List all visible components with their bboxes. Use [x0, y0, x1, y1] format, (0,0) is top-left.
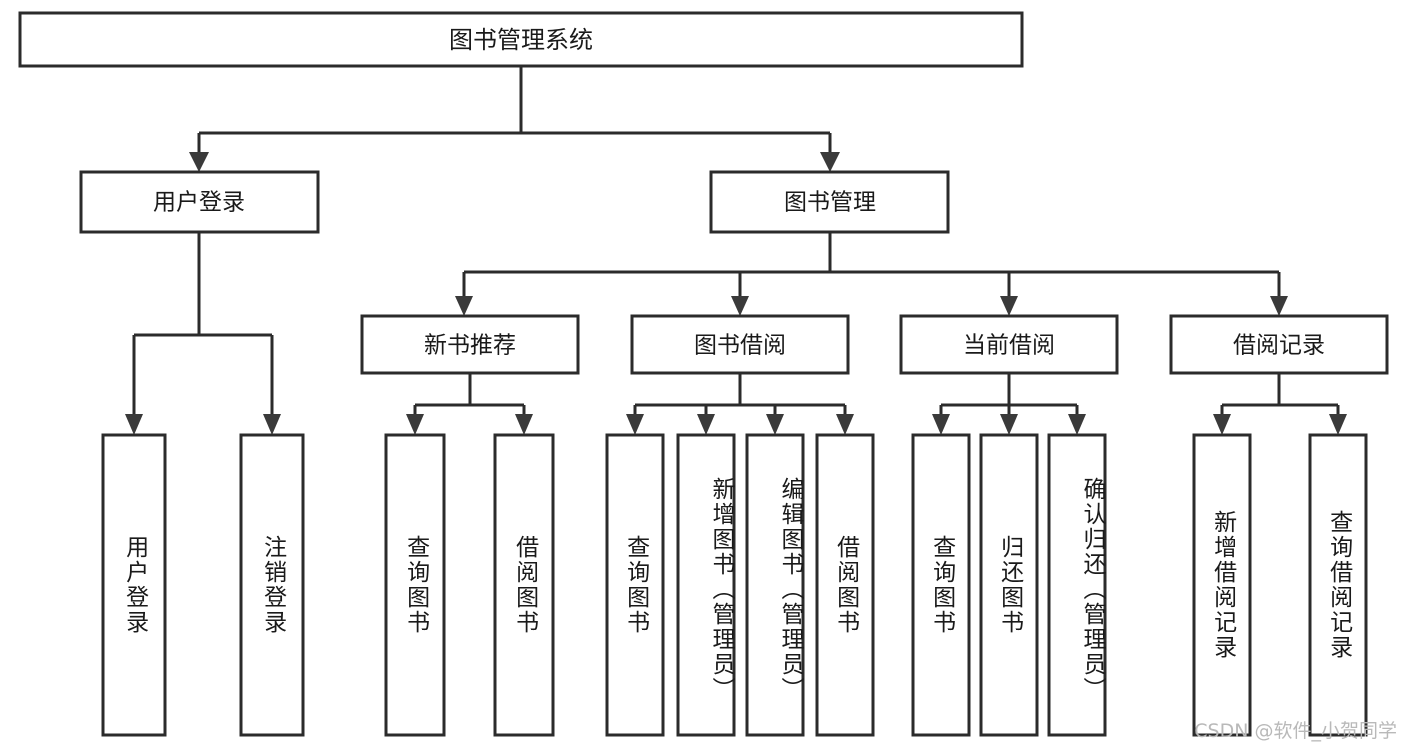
leaf-box-return-book[interactable] — [979, 433, 1039, 737]
leaf-box-layer — [101, 433, 1368, 737]
arrow-head-leaf-borrow-book-1 — [515, 414, 533, 435]
leaf-box-add-book[interactable] — [676, 433, 736, 737]
node-root-label: 图书管理系统 — [449, 26, 593, 54]
node-borrow-record[interactable]: 借阅记录 — [1169, 314, 1389, 375]
leaf-box-query-book-3[interactable] — [911, 433, 971, 737]
arrow-head-new-book-recommend — [455, 296, 473, 316]
leaf-box-borrow-book-1[interactable] — [493, 433, 555, 737]
node-book-manage[interactable]: 图书管理 — [709, 170, 950, 234]
node-borrow-record-box[interactable] — [1169, 314, 1389, 375]
arrow-head-borrow-record — [1270, 296, 1288, 316]
node-new-book-recommend-box[interactable] — [360, 314, 580, 375]
node-root-box[interactable] — [18, 11, 1024, 68]
node-new-book-recommend[interactable]: 新书推荐 — [360, 314, 580, 375]
node-current-borrow[interactable]: 当前借阅 — [899, 314, 1119, 375]
leaf-box-borrow-book-2[interactable] — [815, 433, 875, 737]
arrow-head-leaf-user-login — [125, 414, 143, 435]
node-borrow-record-label: 借阅记录 — [1233, 333, 1325, 359]
node-user-login-label: 用户登录 — [153, 190, 245, 216]
node-book-manage-label: 图书管理 — [784, 190, 876, 216]
arrow-head-leaf-logout-login — [263, 414, 281, 435]
arrow-head-book-manage — [820, 152, 840, 172]
node-book-manage-box[interactable] — [709, 170, 950, 234]
arrow-head-leaf-query-book-1 — [406, 414, 424, 435]
leaf-box-add-record[interactable] — [1192, 433, 1252, 737]
node-book-borrow[interactable]: 图书借阅 — [630, 314, 850, 375]
leaf-box-user-login[interactable] — [101, 433, 167, 737]
arrow-head-leaf-edit-book — [766, 414, 784, 435]
arrow-head-leaf-add-record — [1213, 414, 1231, 435]
node-book-borrow-label: 图书借阅 — [694, 333, 786, 359]
connector-layer — [125, 66, 1347, 435]
arrow-head-leaf-return-book — [1000, 414, 1018, 435]
node-new-book-recommend-label: 新书推荐 — [424, 333, 516, 359]
leaf-box-confirm-return[interactable] — [1047, 433, 1107, 737]
arrow-head-leaf-confirm-return — [1068, 414, 1086, 435]
node-current-borrow-box[interactable] — [899, 314, 1119, 375]
node-user-login[interactable]: 用户登录 — [79, 170, 320, 234]
leaf-box-edit-book[interactable] — [745, 433, 805, 737]
leaf-box-query-record[interactable] — [1308, 433, 1368, 737]
node-book-borrow-box[interactable] — [630, 314, 850, 375]
arrow-head-leaf-borrow-book-2 — [836, 414, 854, 435]
node-user-login-box[interactable] — [79, 170, 320, 234]
arrow-head-leaf-query-record — [1329, 414, 1347, 435]
arrow-head-book-borrow — [731, 296, 749, 316]
leaf-box-query-book-1[interactable] — [384, 433, 446, 737]
arrow-head-leaf-query-book-2 — [626, 414, 644, 435]
leaf-box-logout-login[interactable] — [239, 433, 305, 737]
watermark-text: CSDN @软件_小贺同学 — [1194, 720, 1397, 742]
arrow-head-user-login — [189, 152, 209, 172]
node-current-borrow-label: 当前借阅 — [963, 333, 1055, 359]
arrow-head-current-borrow — [1000, 296, 1018, 316]
leaf-box-query-book-2[interactable] — [605, 433, 665, 737]
arrow-head-leaf-add-book — [697, 414, 715, 435]
arrow-head-leaf-query-book-3 — [932, 414, 950, 435]
node-root[interactable]: 图书管理系统 — [18, 11, 1024, 68]
